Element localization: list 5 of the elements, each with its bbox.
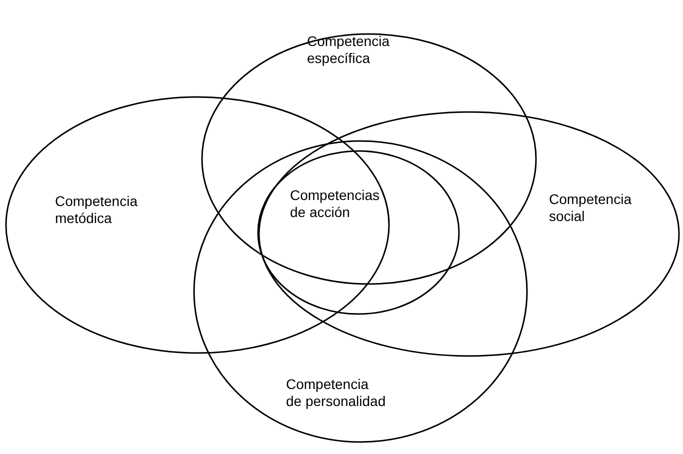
competence-label: Competencia específica (307, 33, 390, 67)
competence-label: Competencias de acción (290, 187, 380, 221)
competence-label: Competencia de personalidad (286, 376, 386, 410)
competence-label: Competencia social (549, 191, 632, 225)
competence-label: Competencia metódica (55, 193, 138, 227)
